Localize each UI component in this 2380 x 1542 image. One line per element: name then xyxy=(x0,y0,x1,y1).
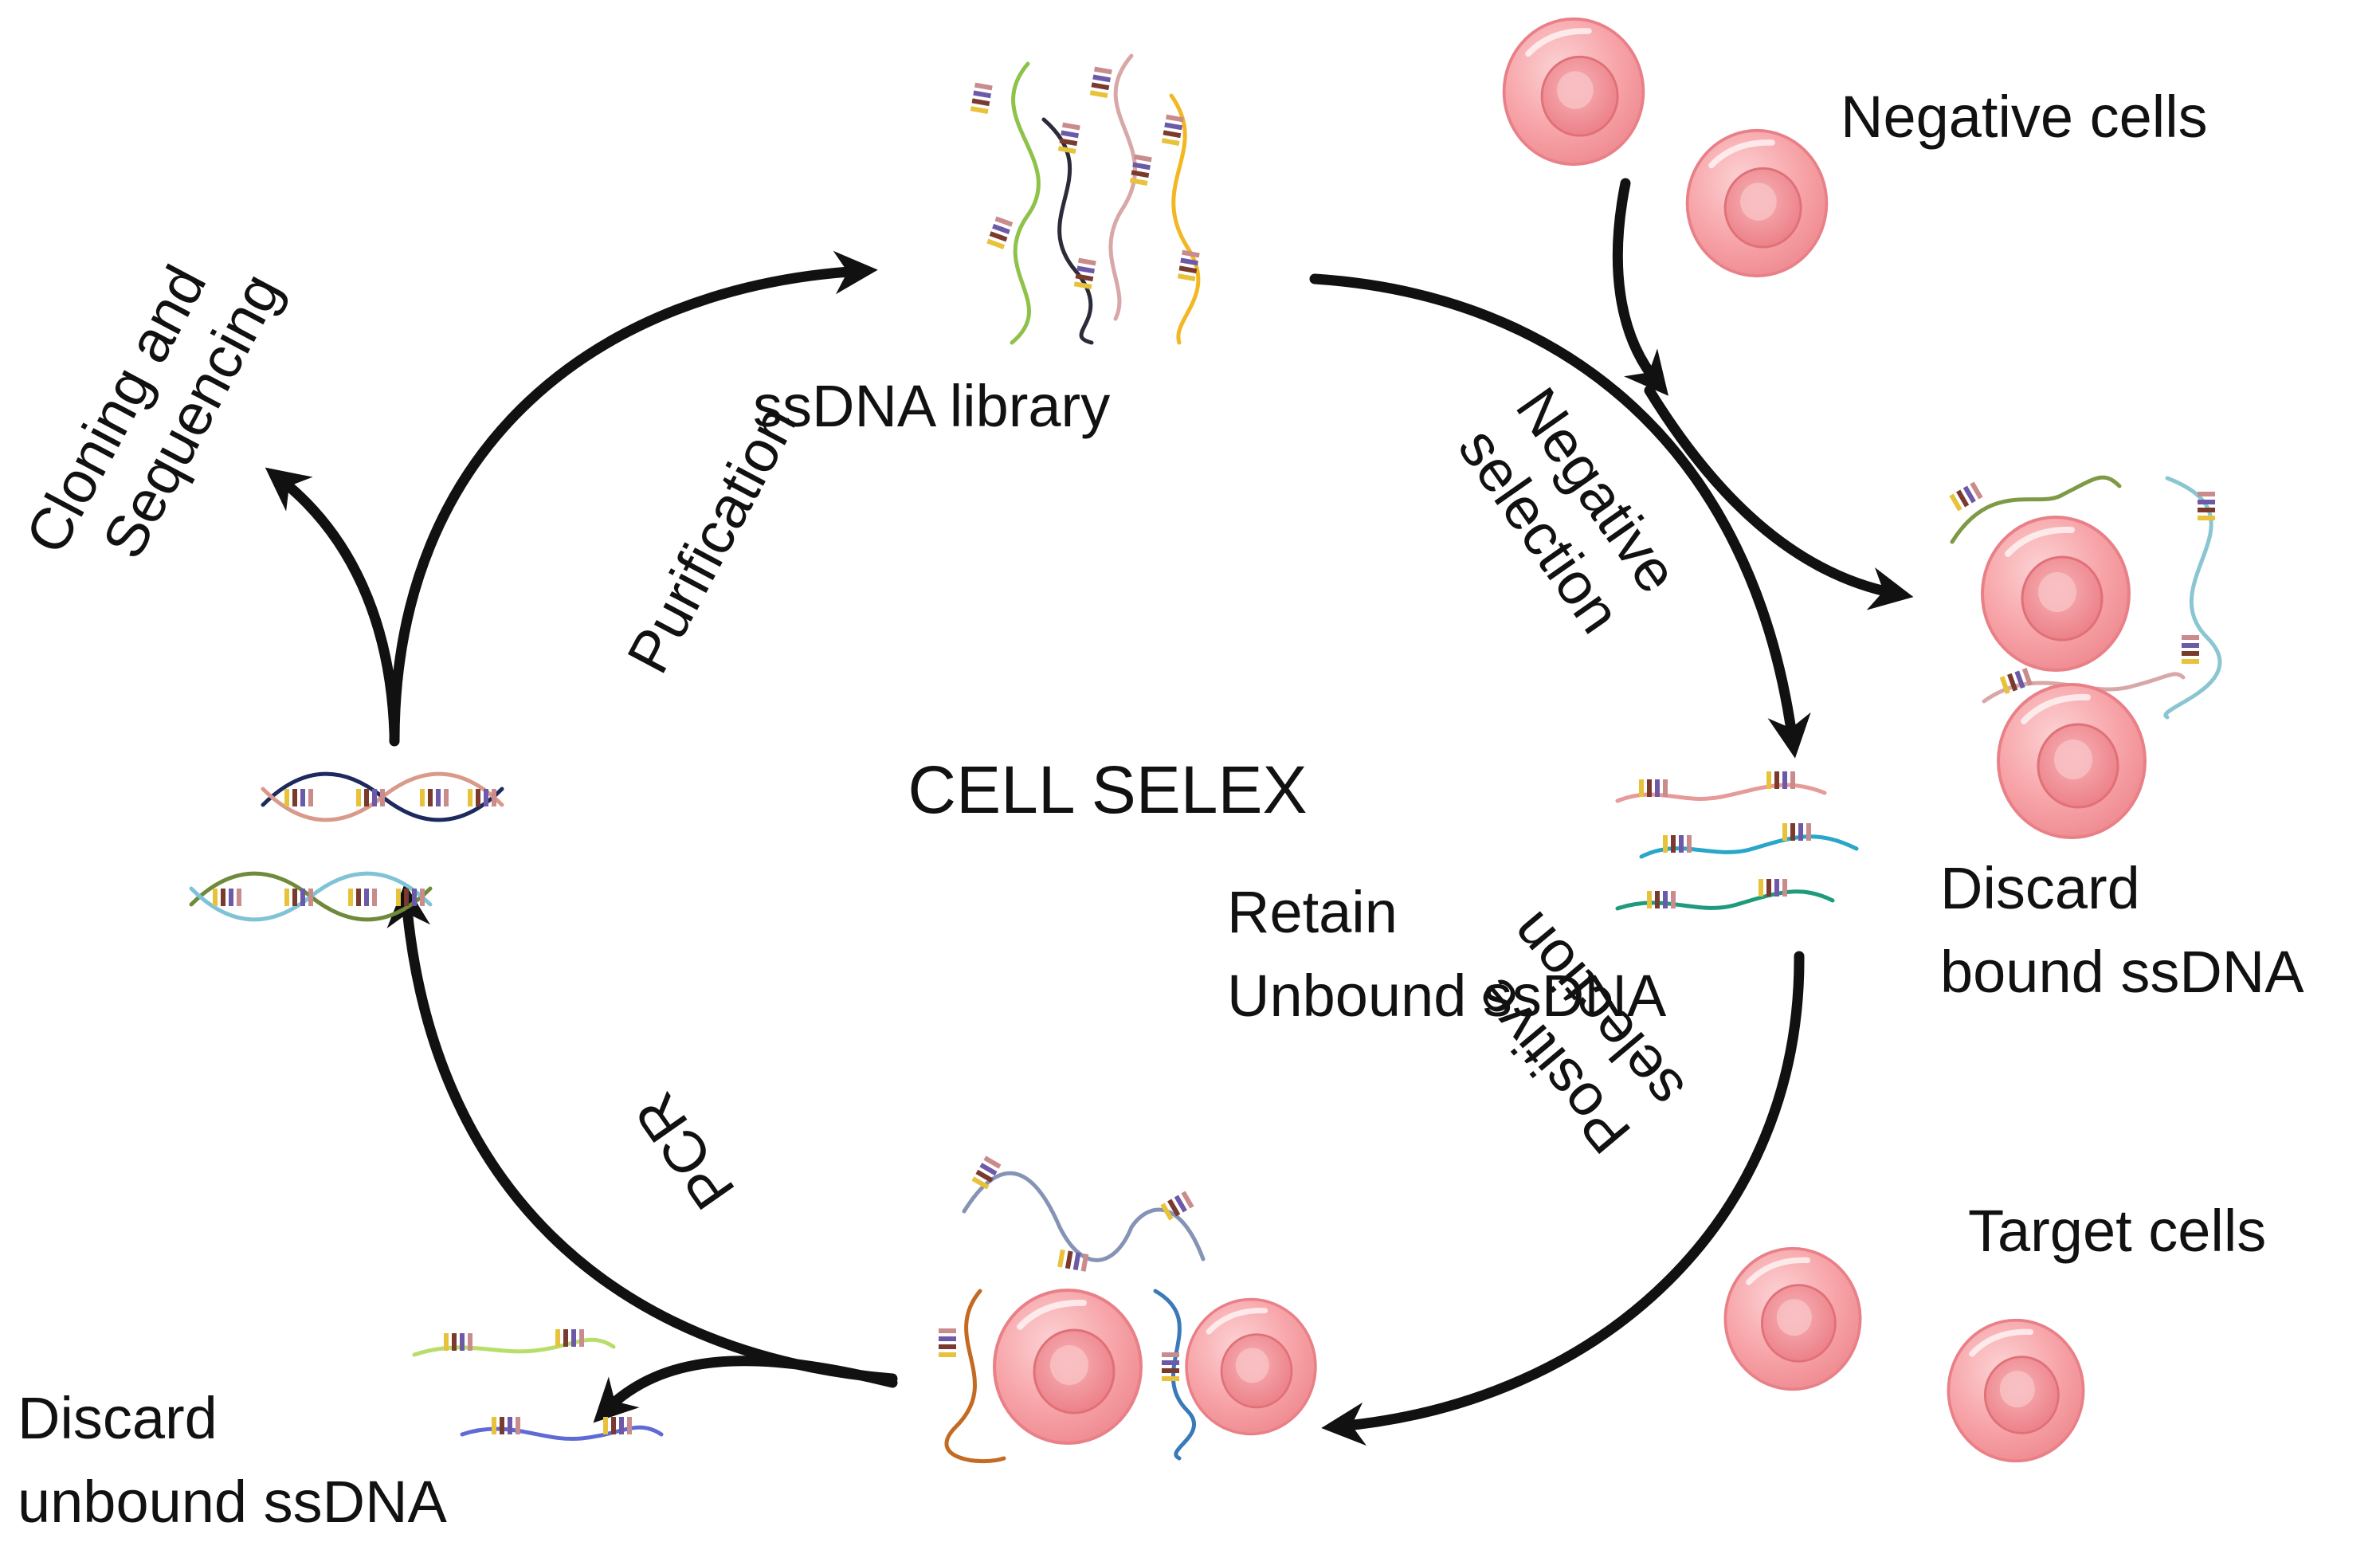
arrow-negative-cells-in xyxy=(1612,178,1668,396)
arrow-discard-unbound xyxy=(593,1356,898,1423)
negative-cells-icon xyxy=(1504,19,1827,276)
arrow-to-cloning xyxy=(265,467,400,739)
diagram-title: CELL SELEX xyxy=(908,752,1307,827)
pcr-label: PCR xyxy=(621,1081,747,1222)
arrow-library-to-negative-selection xyxy=(1309,273,1811,759)
cloning-sequencing-label: Cloning and Sequencing xyxy=(13,255,294,569)
svg-text:Discard: Discard xyxy=(1940,855,2140,921)
arrow-retain-to-positive xyxy=(1321,951,1805,1446)
target-cells-icon xyxy=(1725,1249,2083,1462)
svg-text:Unbound ssDNA: Unbound ssDNA xyxy=(1227,963,1667,1029)
positive-selection-label: Positive selection xyxy=(1460,900,1697,1166)
negative-selection-label: Negative selection xyxy=(1446,376,1692,645)
svg-text:bound ssDNA: bound ssDNA xyxy=(1940,939,2304,1005)
retain-label: Retain Unbound ssDNA xyxy=(1227,879,1667,1029)
ssdna-library-label: ssDNA library xyxy=(753,373,1110,439)
bound-ssdna-cells-icon xyxy=(1951,475,2222,838)
arrow-dsdna-to-library xyxy=(389,250,878,747)
unbound-ssdna-icon xyxy=(1615,771,1859,908)
target-cells-label: Target cells xyxy=(1968,1198,2266,1264)
svg-text:unbound ssDNA: unbound ssDNA xyxy=(18,1469,448,1535)
positive-selection-cells-icon xyxy=(939,1158,1315,1464)
svg-text:Discard: Discard xyxy=(18,1385,218,1451)
discard-bound-label: Discard bound ssDNA xyxy=(1940,855,2304,1005)
ssdna-library-icon xyxy=(970,53,1199,345)
discarded-ssdna-icon xyxy=(412,1329,664,1442)
svg-text:Retain: Retain xyxy=(1227,879,1398,945)
purification-label: Purification xyxy=(614,394,810,683)
discard-unbound-label: Discard unbound ssDNA xyxy=(18,1385,448,1535)
arrow-discard-bound xyxy=(1644,385,1914,610)
negative-cells-label: Negative cells xyxy=(1841,84,2208,150)
dsdna-icon xyxy=(189,771,504,922)
